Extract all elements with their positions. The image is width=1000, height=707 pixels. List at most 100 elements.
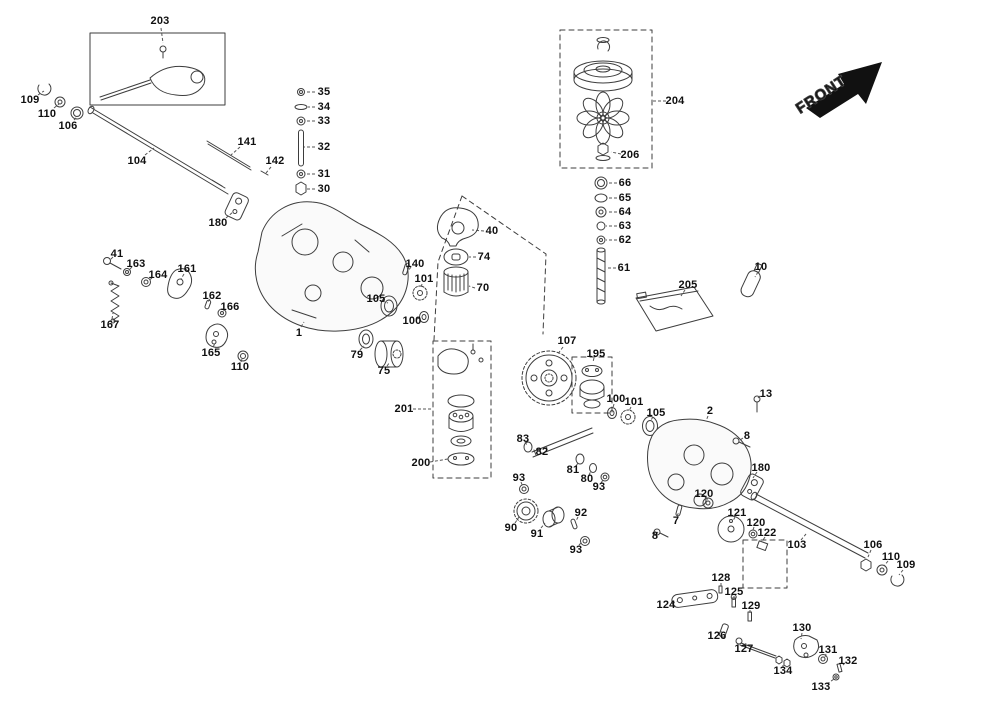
part-label-142: 142 xyxy=(265,155,285,167)
part-label-104: 104 xyxy=(127,155,147,167)
part-label-130: 130 xyxy=(792,622,812,634)
part-label-2: 2 xyxy=(706,405,714,417)
part-label-106: 106 xyxy=(863,539,883,551)
part-label-103: 103 xyxy=(787,539,807,551)
part-label-101: 101 xyxy=(414,273,434,285)
part-drawing-control-arm-box xyxy=(89,32,226,106)
part-label-32: 32 xyxy=(317,141,331,153)
part-label-124: 124 xyxy=(656,599,676,611)
part-drawing-pin-stack-30-35 xyxy=(294,88,308,196)
part-label-161: 161 xyxy=(177,263,197,275)
part-label-41: 41 xyxy=(110,248,124,260)
part-label-82: 82 xyxy=(535,446,549,458)
part-label-92: 92 xyxy=(574,507,588,519)
part-label-106: 106 xyxy=(58,120,78,132)
part-drawing-bag-205 xyxy=(635,286,714,332)
part-label-180: 180 xyxy=(208,217,228,229)
part-label-1: 1 xyxy=(295,327,303,339)
part-label-126: 126 xyxy=(707,630,727,642)
part-label-63: 63 xyxy=(618,220,632,232)
part-label-120: 120 xyxy=(694,488,714,500)
part-label-10: 10 xyxy=(754,261,768,273)
part-label-100: 100 xyxy=(402,315,422,327)
part-label-180: 180 xyxy=(751,462,771,474)
assembly-boundary-dashed xyxy=(433,195,547,341)
part-label-109: 109 xyxy=(896,559,916,571)
part-drawing-center-section-group-200-201 xyxy=(432,340,492,479)
part-label-133: 133 xyxy=(811,681,831,693)
part-drawing-shaft-stack-61-66 xyxy=(594,176,608,305)
part-label-200: 200 xyxy=(411,457,431,469)
part-label-125: 125 xyxy=(724,586,744,598)
part-drawing-main-housing-1 xyxy=(254,201,409,332)
part-label-120: 120 xyxy=(746,517,766,529)
part-label-61: 61 xyxy=(617,262,631,274)
part-label-164: 164 xyxy=(148,269,168,281)
part-label-40: 40 xyxy=(485,225,499,237)
part-label-107: 107 xyxy=(557,335,577,347)
part-label-167: 167 xyxy=(100,319,120,331)
part-label-93: 93 xyxy=(512,472,526,484)
part-drawing-fan-pulley-204 xyxy=(559,29,653,169)
part-label-206: 206 xyxy=(620,149,640,161)
part-label-110: 110 xyxy=(881,551,901,563)
part-label-34: 34 xyxy=(317,101,331,113)
part-drawing-retainer-stack-left xyxy=(37,83,84,120)
part-label-74: 74 xyxy=(477,251,491,263)
part-label-110: 110 xyxy=(230,361,250,373)
part-label-93: 93 xyxy=(569,544,583,556)
part-label-205: 205 xyxy=(678,279,698,291)
part-label-93: 93 xyxy=(592,481,606,493)
part-label-91: 91 xyxy=(530,528,544,540)
part-label-66: 66 xyxy=(618,177,632,189)
part-drawing-grease-tube-10 xyxy=(740,262,763,298)
part-drawing-input-shaft-104 xyxy=(87,105,269,195)
part-label-31: 31 xyxy=(317,168,331,180)
part-label-70: 70 xyxy=(476,282,490,294)
part-label-162: 162 xyxy=(202,290,222,302)
part-label-128: 128 xyxy=(711,572,731,584)
part-label-195: 195 xyxy=(586,348,606,360)
part-label-141: 141 xyxy=(237,136,257,148)
part-label-62: 62 xyxy=(618,234,632,246)
part-label-109: 109 xyxy=(20,94,40,106)
part-label-33: 33 xyxy=(317,115,331,127)
part-label-132: 132 xyxy=(838,655,858,667)
part-label-127: 127 xyxy=(734,643,754,655)
part-label-75: 75 xyxy=(377,365,391,377)
part-label-8: 8 xyxy=(743,430,751,442)
part-drawing-cylinder-block-195 xyxy=(571,356,613,414)
part-label-100: 100 xyxy=(606,393,626,405)
part-label-105: 105 xyxy=(646,407,666,419)
part-label-64: 64 xyxy=(618,206,632,218)
part-label-79: 79 xyxy=(350,349,364,361)
part-drawing-shaft-82-group xyxy=(523,427,610,482)
part-label-203: 203 xyxy=(150,15,170,27)
part-label-105: 105 xyxy=(366,293,386,305)
part-label-81: 81 xyxy=(566,464,580,476)
part-drawing-pump-group-40-70-74 xyxy=(436,207,479,297)
part-label-140: 140 xyxy=(405,258,425,270)
part-label-204: 204 xyxy=(665,95,685,107)
part-drawing-axle-103-group xyxy=(740,473,905,587)
part-label-83: 83 xyxy=(516,433,530,445)
part-label-30: 30 xyxy=(317,183,331,195)
part-label-131: 131 xyxy=(818,644,838,656)
part-label-166: 166 xyxy=(220,301,240,313)
part-label-129: 129 xyxy=(741,600,761,612)
part-label-110: 110 xyxy=(37,108,57,120)
part-label-8: 8 xyxy=(651,530,659,542)
part-label-7: 7 xyxy=(672,515,680,527)
part-label-101: 101 xyxy=(624,396,644,408)
part-label-121: 121 xyxy=(727,507,747,519)
part-drawing-washer-79-drum-75 xyxy=(358,329,404,368)
part-label-80: 80 xyxy=(580,473,594,485)
part-label-122: 122 xyxy=(757,527,777,539)
part-label-90: 90 xyxy=(504,522,518,534)
part-label-134: 134 xyxy=(773,665,793,677)
part-label-65: 65 xyxy=(618,192,632,204)
part-label-201: 201 xyxy=(394,403,414,415)
part-label-13: 13 xyxy=(759,388,773,400)
part-drawing-small-parts-140-101-105-100 xyxy=(380,262,429,323)
